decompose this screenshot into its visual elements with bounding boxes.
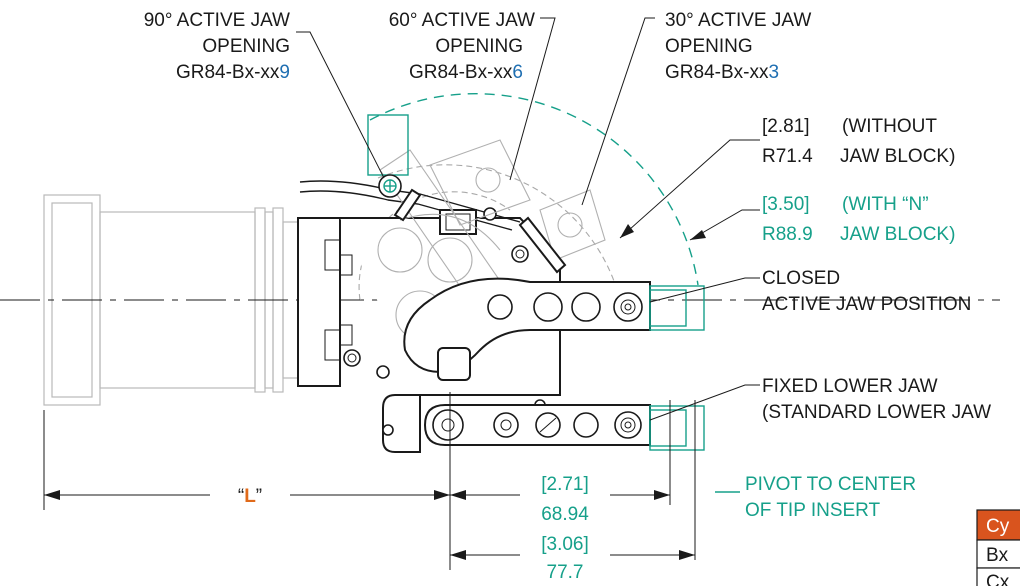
dim-pivot-tip-inch: [2.71] (541, 474, 589, 495)
jaw30-code: GR84-Bx-xx3 (665, 62, 779, 83)
pivot-note-line1: PIVOT TO CENTER (745, 474, 916, 495)
fixed-line1: FIXED LOWER JAW (762, 376, 938, 397)
closed-line2: ACTIVE JAW POSITION (762, 294, 971, 315)
dim-overall-inch: [3.06] (541, 534, 589, 555)
without-mm: R71.4 (762, 146, 813, 167)
without-rest: JAW BLOCK) (840, 146, 955, 167)
table-row (976, 567, 1020, 586)
table-row-bx: Bx (986, 545, 1009, 566)
closed-line1: CLOSED (762, 268, 840, 289)
table-row-cx: Cx (986, 572, 1010, 586)
with-n-rest: JAW BLOCK) (840, 224, 955, 245)
jaw30-line2: OPENING (665, 36, 753, 57)
without-inch: [2.81] (762, 116, 810, 137)
jaw90-code: GR84-Bx-xx9 (176, 62, 290, 83)
with-n-paren: (WITH “N” (842, 194, 929, 215)
radius-arc-without (377, 164, 621, 301)
fixed-lower-jaw (423, 404, 705, 451)
dim-overall-mm: 77.7 (547, 562, 584, 583)
variant-table: Cy Bx Cx (976, 509, 1020, 586)
pivot-note-line2: OF TIP INSERT (745, 500, 881, 521)
jaw60-line1: 60° ACTIVE JAW (389, 10, 535, 31)
jaw90-line1: 90° ACTIVE JAW (144, 10, 290, 31)
with-n-mm: R88.9 (762, 224, 813, 245)
dim-pivot-tip-mm: 68.94 (541, 504, 589, 525)
without-paren: (WITHOUT (842, 116, 937, 137)
fixed-line2: (STANDARD LOWER JAW (762, 402, 991, 423)
table-header-text: Cy (986, 516, 1010, 537)
ghost-jaw-positions (377, 139, 606, 353)
leader-lines (296, 17, 760, 493)
jaw60-line2: OPENING (435, 36, 523, 57)
table-header-cell (976, 509, 1020, 541)
jaw60-code: GR84-Bx-xx6 (409, 62, 523, 83)
dim-l-label: “L” (238, 486, 262, 507)
with-n-inch: [3.50] (762, 194, 810, 215)
jaw30-line1: 30° ACTIVE JAW (665, 10, 811, 31)
jaw90-line2: OPENING (202, 36, 290, 57)
active-jaw-closed (403, 277, 705, 381)
radius-arc-with-n (369, 93, 699, 286)
dimension-lines (43, 392, 696, 570)
jaw-block-90-outline (367, 114, 409, 176)
